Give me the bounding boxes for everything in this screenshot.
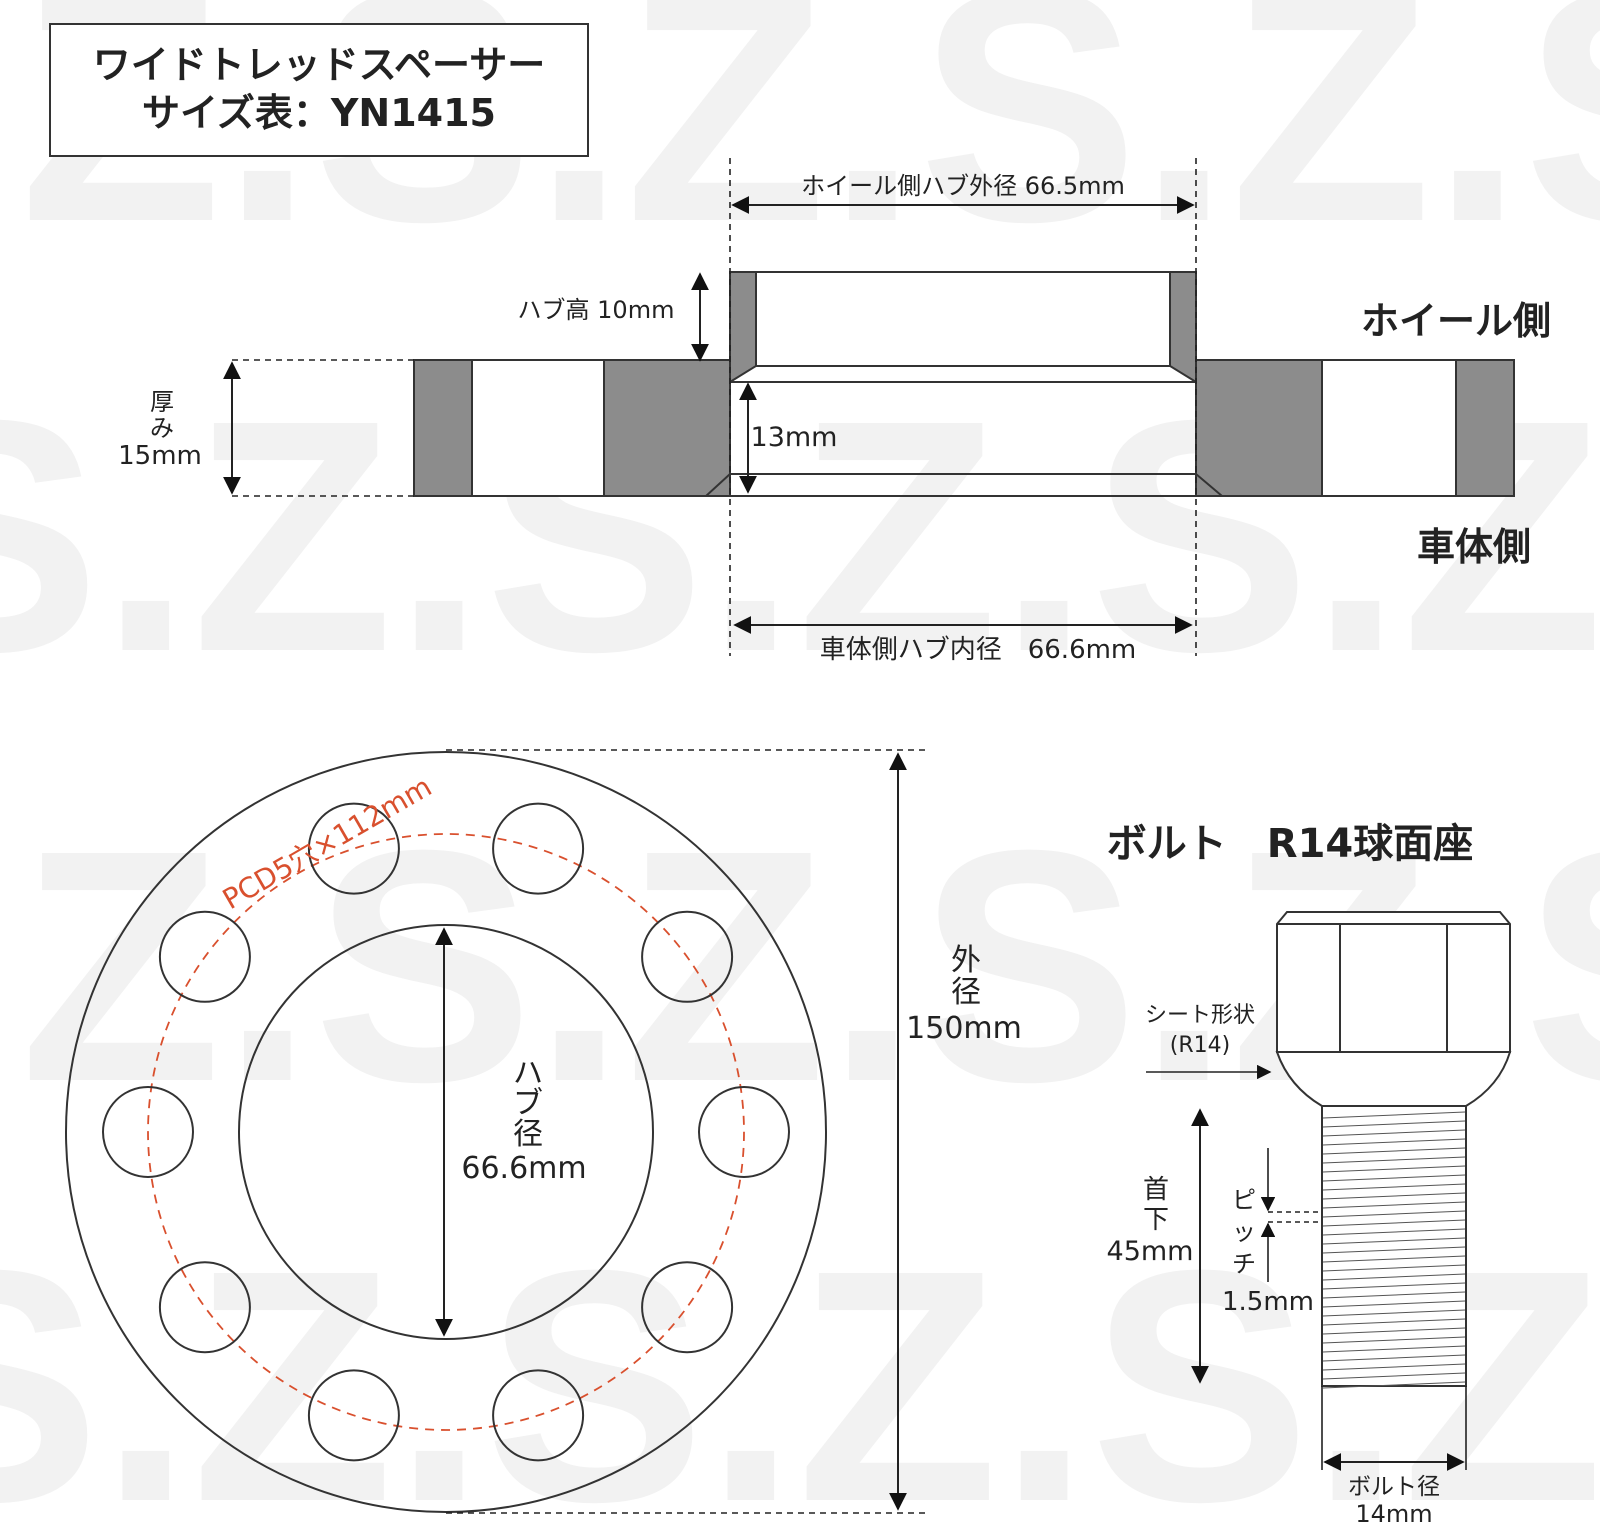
- thread-line: [1322, 1237, 1466, 1245]
- label-bolt-dia-2: 14mm: [1355, 1500, 1432, 1528]
- flange-left-inner: [603, 359, 731, 497]
- thread-line: [1322, 1309, 1466, 1317]
- label-thickness-3: 15mm: [118, 441, 202, 471]
- thread-line: [1322, 1282, 1466, 1290]
- thread-line: [1322, 1354, 1466, 1362]
- bolt-shank: [1321, 1105, 1467, 1387]
- bolt-hole: [492, 802, 585, 895]
- title-line2: サイズ表：YN1415: [142, 91, 496, 135]
- thread-line: [1322, 1201, 1466, 1209]
- label-thickness-2: み: [150, 414, 174, 442]
- hub-bore-circle: [238, 924, 654, 1340]
- thread-line: [1322, 1372, 1466, 1380]
- label-thickness-1: 厚: [150, 388, 174, 416]
- outer-circle: [65, 751, 827, 1513]
- flange-right-inner: [1195, 359, 1323, 497]
- thread-line: [1322, 1300, 1466, 1308]
- thread-line: [1322, 1183, 1466, 1191]
- thread-line: [1322, 1165, 1466, 1173]
- front-view: [65, 751, 827, 1513]
- bolt-drawing: [1275, 911, 1512, 1389]
- bolt-hole: [698, 1086, 790, 1178]
- label-inner-depth: 13mm: [751, 422, 838, 453]
- flange-left-outer: [413, 359, 473, 497]
- bolt-hole: [158, 910, 251, 1003]
- title-box: ワイドトレッドスペーサー サイズ表：YN1415: [49, 23, 589, 157]
- thread-line: [1322, 1120, 1466, 1128]
- thread-line: [1322, 1174, 1466, 1182]
- thread-line: [1322, 1192, 1466, 1200]
- label-pitch-1: ピ: [1232, 1186, 1256, 1214]
- label-seat-2: (R14): [1170, 1033, 1230, 1058]
- thread-line: [1322, 1129, 1466, 1137]
- thread-line: [1322, 1336, 1466, 1344]
- thread-line: [1322, 1264, 1466, 1272]
- bolt-title: ボルト R14球面座: [1107, 821, 1473, 867]
- label-wheel-hub-od: ホイール側ハブ外径 66.5mm: [801, 172, 1125, 200]
- bolt-head: [1276, 911, 1511, 1053]
- thread-line: [1322, 1228, 1466, 1236]
- bolt-threads: [1322, 1111, 1466, 1389]
- label-hub-3: 径: [513, 1117, 543, 1152]
- flange-right-hole: [1321, 359, 1457, 497]
- thread-line: [1322, 1291, 1466, 1299]
- thread-line: [1322, 1318, 1466, 1326]
- label-pitch-3: チ: [1232, 1250, 1256, 1278]
- thread-line: [1322, 1273, 1466, 1281]
- label-body-side: 車体側: [1417, 525, 1531, 569]
- pcd-circle: [147, 833, 745, 1431]
- flange-right-outer: [1455, 359, 1515, 497]
- label-body-hub-id: 車体側ハブ内径 66.6mm: [820, 635, 1137, 665]
- label-wheel-side: ホイール側: [1361, 299, 1551, 343]
- label-hub-1: ハ: [513, 1056, 543, 1091]
- label-hub-height: ハブ高 10mm: [518, 296, 675, 324]
- bolt-hole: [158, 1261, 251, 1354]
- thread-line: [1322, 1345, 1466, 1353]
- thread-line: [1322, 1156, 1466, 1164]
- bolt-seat: [1275, 1051, 1512, 1107]
- title-line1: ワイドトレッドスペーサー: [93, 43, 546, 87]
- thread-line: [1322, 1246, 1466, 1254]
- label-pitch-2: ッ: [1232, 1218, 1256, 1246]
- label-neck-2: 下: [1143, 1205, 1169, 1235]
- label-outer-1: 外: [951, 943, 981, 978]
- thread-line: [1322, 1147, 1466, 1155]
- label-outer-2: 径: [951, 975, 981, 1010]
- thread-line: [1322, 1219, 1466, 1227]
- thread-line: [1322, 1111, 1466, 1119]
- thread-line: [1322, 1138, 1466, 1146]
- label-hub-2: ブ: [513, 1086, 543, 1121]
- side-labels: ホイール側ハブ外径 66.5mm ハブ高 10mm 厚 み 15mm 13mm …: [118, 172, 1551, 665]
- hub-left-wall: [729, 271, 757, 384]
- label-seat-1: シート形状: [1145, 1003, 1255, 1028]
- side-dimensions: [223, 158, 1197, 656]
- bolt-hole: [641, 1261, 734, 1354]
- bolt-hole: [102, 1086, 194, 1178]
- front-dimensions: [435, 749, 927, 1514]
- bolt-hole: [307, 1369, 400, 1462]
- thread-line: [1322, 1327, 1466, 1335]
- bolt-dimensions: [1146, 1064, 1467, 1471]
- flange-left-hole: [471, 359, 605, 497]
- label-hub-4: 66.6mm: [461, 1151, 586, 1186]
- hub-right-wall: [1169, 271, 1197, 384]
- thread-line: [1322, 1210, 1466, 1218]
- thread-line: [1322, 1363, 1466, 1371]
- bolt-labels: シート形状 (R14) 首 下 45mm ピ ッ チ 1.5mm ボルト径 14…: [1107, 1003, 1440, 1528]
- bolt-hole: [641, 910, 734, 1003]
- label-neck-3: 45mm: [1107, 1236, 1194, 1267]
- bolt-hole: [492, 1369, 585, 1462]
- thread-line: [1322, 1255, 1466, 1263]
- label-bolt-dia-1: ボルト径: [1348, 1474, 1440, 1500]
- thread-line: [1322, 1381, 1466, 1389]
- label-pitch-4: 1.5mm: [1222, 1287, 1314, 1317]
- label-neck-1: 首: [1143, 1175, 1169, 1205]
- label-outer-3: 150mm: [906, 1011, 1022, 1046]
- bolt-hole: [307, 802, 400, 895]
- side-view: [413, 271, 1515, 497]
- bolt-holes: [102, 802, 790, 1462]
